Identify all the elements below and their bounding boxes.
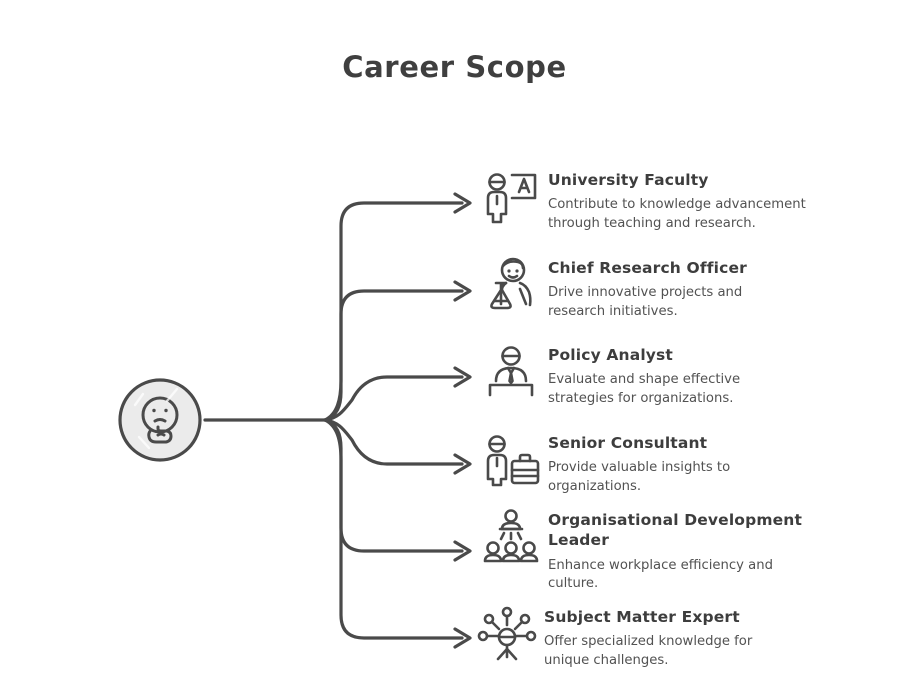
expert-network-icon [476, 605, 538, 667]
team-hierarchy-icon [480, 508, 542, 570]
thinking-face-icon [141, 396, 179, 444]
connector-branch-1 [323, 201, 464, 422]
connector-branch-4 [323, 418, 464, 466]
branch-title: Senior Consultant [548, 434, 708, 452]
branch-text: Subject Matter Expert Offer specialized … [544, 605, 794, 670]
branch-description: Enhance workplace efficiency and culture… [548, 557, 773, 592]
arrowhead-1 [453, 192, 472, 214]
arrowhead-4 [453, 453, 472, 475]
branch-title: Chief Research Officer [548, 259, 747, 277]
branch-text: Organisational Development Leader Enhanc… [548, 508, 824, 593]
connector-branch-2 [323, 289, 464, 422]
branch-title: Subject Matter Expert [544, 608, 740, 626]
connector-branch-3 [323, 375, 464, 422]
scientist-flask-icon [480, 256, 542, 318]
arrowhead-6 [453, 627, 472, 649]
teacher-whiteboard-icon [480, 168, 542, 230]
branch-item-organisational-development-leader[interactable]: Organisational Development Leader Enhanc… [480, 508, 832, 593]
branch-description: Evaluate and shape effective strategies … [548, 372, 741, 406]
branch-item-policy-analyst[interactable]: Policy Analyst Evaluate and shape effect… [480, 343, 832, 408]
branch-title: Organisational Development Leader [548, 511, 803, 550]
branch-description: Offer specialized knowledge for unique c… [544, 634, 753, 668]
root-node-gloss [133, 387, 179, 450]
branch-item-chief-research-officer[interactable]: Chief Research Officer Drive innovative … [480, 256, 832, 321]
branch-item-subject-matter-expert[interactable]: Subject Matter Expert Offer specialized … [476, 605, 832, 670]
branch-text: Senior Consultant Provide valuable insig… [548, 431, 784, 496]
branch-title: University Faculty [548, 171, 709, 189]
page-title: Career Scope [342, 50, 567, 84]
branch-item-senior-consultant[interactable]: Senior Consultant Provide valuable insig… [480, 431, 832, 496]
branch-title: Policy Analyst [548, 346, 673, 364]
branch-text: Policy Analyst Evaluate and shape effect… [548, 343, 784, 408]
arrowhead-3 [453, 366, 472, 388]
analyst-desk-icon [480, 343, 542, 405]
branch-text: University Faculty Contribute to knowled… [548, 168, 820, 233]
connector-branch-6 [323, 418, 464, 640]
branch-description: Contribute to knowledge advancement thro… [548, 197, 806, 231]
connector-branch-5 [323, 418, 464, 553]
branch-text: Chief Research Officer Drive innovative … [548, 256, 784, 321]
branch-description: Drive innovative projects and research i… [548, 285, 743, 319]
branch-description: Provide valuable insights to organizatio… [548, 460, 731, 494]
arrowhead-2 [453, 280, 472, 302]
consultant-briefcase-icon [480, 431, 542, 493]
branch-item-university-faculty[interactable]: University Faculty Contribute to knowled… [480, 168, 832, 233]
root-node[interactable] [117, 377, 203, 463]
arrowhead-5 [453, 540, 472, 562]
